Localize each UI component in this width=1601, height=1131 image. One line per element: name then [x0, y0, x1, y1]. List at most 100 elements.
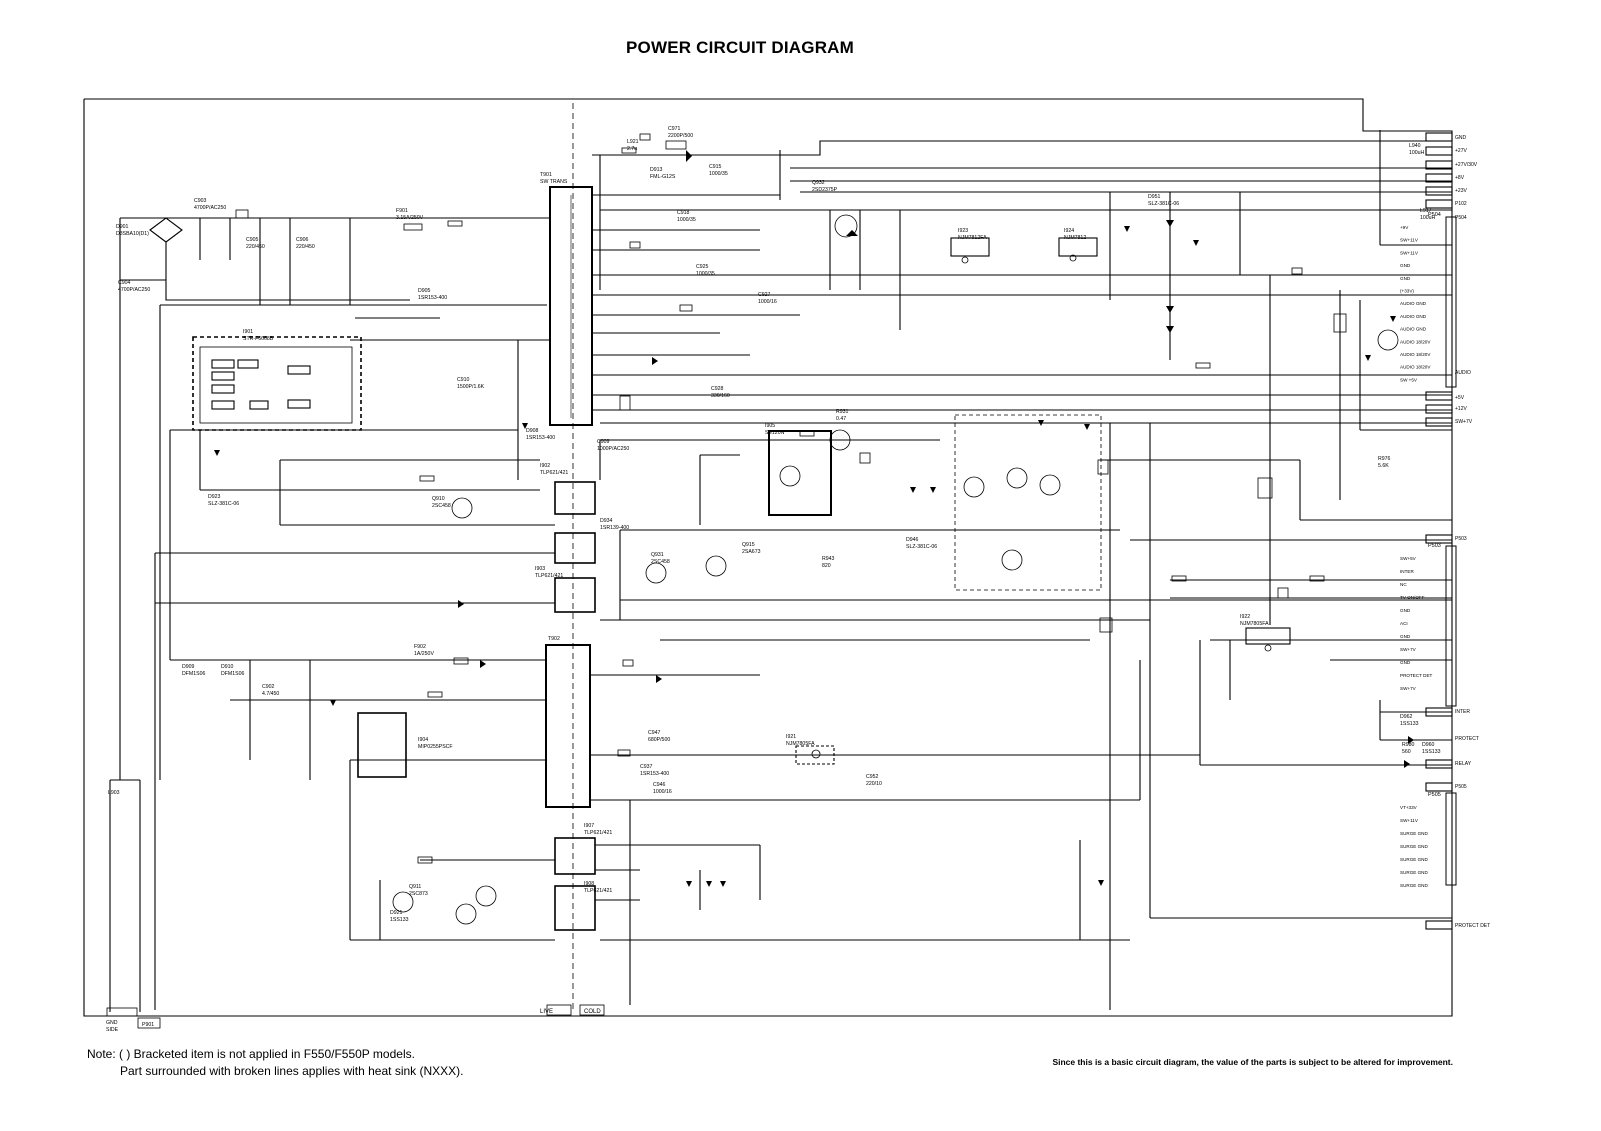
component-value: TLP621/421 [584, 888, 612, 894]
connector-pin-label: NC [1400, 582, 1407, 587]
connector-pin-label: SW+11V [1400, 250, 1419, 255]
connector-pin-label: INTER [1400, 569, 1414, 574]
rail-label: +23V [1455, 188, 1467, 194]
component-value: 2200P/500 [668, 133, 693, 139]
component-ref: F901 [396, 208, 408, 214]
connector-pin-label: ACI [1400, 621, 1408, 626]
rail-label: INTER [1455, 709, 1470, 715]
connector-pin-label: AUDIO 18/20V [1400, 352, 1431, 357]
connector-pin-label: GND [1400, 634, 1411, 639]
bottom-left-label: SIDE [106, 1027, 119, 1033]
connector-pin-label: GND [1400, 276, 1411, 281]
component-ref: C918 [677, 210, 690, 216]
component-value: 1SR153-400 [418, 295, 447, 301]
component-value: 100uH [1409, 150, 1425, 156]
connector-pin-label: GND [1400, 660, 1411, 665]
component-value: 680P/500 [648, 737, 670, 743]
live-label: LIVE [540, 1009, 553, 1015]
connector-pin-label: SURGE GND [1400, 831, 1429, 836]
connector-pin-label: SW +5V [1400, 377, 1418, 382]
component-value: NJM7805FA [786, 741, 815, 747]
component-ref: C902 [262, 684, 275, 690]
component-value: 1SS133 [390, 917, 409, 923]
component-ref: Q915 [742, 542, 755, 548]
component-value: SE120N [765, 430, 785, 436]
component-ref: C947 [648, 730, 661, 736]
component-value: 1SR153-400 [640, 771, 669, 777]
component-value: 100uH [1420, 215, 1436, 221]
rail-label: +27V/30V [1455, 162, 1478, 168]
rail-label: P504 [1455, 215, 1467, 221]
heat-sink-note: Part surrounded with broken lines applie… [120, 1064, 464, 1078]
connector-pin-label: +9V [1400, 225, 1409, 230]
component-value: 1000/35 [696, 271, 715, 277]
component-ref: C928 [711, 386, 724, 392]
rail-label: SW+7V [1455, 419, 1473, 425]
connector-pin-label: SURGE GND [1400, 870, 1429, 875]
component-ref: L903 [108, 790, 120, 796]
rail-label: P102 [1455, 201, 1467, 207]
rail-label: P505 [1455, 784, 1467, 790]
component-value: 2SA673 [742, 549, 761, 555]
component-value: SLZ-381C-06 [906, 544, 937, 550]
component-value: 1000/16 [653, 789, 672, 795]
component-ref: Q931 [651, 552, 664, 558]
component-value: 1000/16 [758, 299, 777, 305]
component-value: MIP0255PSCF [418, 744, 453, 750]
connector-pin-label: SW+11V [1400, 238, 1419, 243]
component-value: 330/160 [711, 393, 730, 399]
component-ref: D951 [1148, 194, 1161, 200]
component-value: D3SBA10(D1) [116, 231, 149, 237]
connector-pin-label: GND [1400, 263, 1411, 268]
component-ref: D921 [390, 910, 403, 916]
component-ref: D909 [182, 664, 195, 670]
component-value: TLP621/421 [535, 573, 563, 579]
component-ref: I907 [584, 823, 594, 829]
component-value: 2SC458 [651, 559, 670, 565]
component-ref: R980 [1402, 742, 1415, 748]
bottom-left-label: P901 [142, 1022, 154, 1028]
component-value: 220/10 [866, 781, 882, 787]
component-ref: D913 [650, 167, 663, 173]
component-ref: C905 [246, 237, 259, 243]
connector-pin-label: SW+7V [1400, 686, 1417, 691]
component-value: SW TRANS [540, 179, 568, 185]
component-value: 3.15A/250V [396, 215, 424, 221]
component-ref: C906 [296, 237, 309, 243]
component-ref: I908 [584, 881, 594, 887]
component-value: 2SD2375P [812, 187, 838, 193]
component-ref: I905 [765, 423, 775, 429]
component-ref: I921 [786, 734, 796, 740]
component-value: 1A/250V [414, 651, 434, 657]
component-ref: D910 [221, 664, 234, 670]
component-value: 1000P/AC250 [597, 446, 629, 452]
component-ref: C903 [194, 198, 207, 204]
component-ref: Q910 [432, 496, 445, 502]
component-ref: C915 [709, 164, 722, 170]
connector-pin-label: AUDIO GND [1400, 301, 1427, 306]
component-ref: I904 [418, 737, 428, 743]
component-value: 2SC458 [432, 503, 451, 509]
rail-label: PROTECT [1455, 736, 1479, 742]
component-ref: C904 [118, 280, 131, 286]
rail-label: +27V [1455, 148, 1467, 154]
rail-label: PROTECT DET [1455, 923, 1490, 929]
component-ref: C971 [668, 126, 681, 132]
bracket-note: Note: ( ) Bracketed item is not applied … [87, 1047, 415, 1061]
connector-pin-label: SURGE GND [1400, 857, 1429, 862]
component-value: 1000/35 [677, 217, 696, 223]
component-value: DFM1S06 [182, 671, 205, 677]
component-ref: D946 [906, 537, 919, 543]
connector-pin-label: SW+11V [1400, 818, 1419, 823]
component-value: 220/450 [246, 244, 265, 250]
component-value: 2.7u [627, 146, 637, 152]
component-value: 1000/35 [709, 171, 728, 177]
component-value: 4700P/AC250 [194, 205, 226, 211]
rail-label: +5V [1455, 395, 1465, 401]
component-ref: C946 [653, 782, 666, 788]
rail-label: +8V [1455, 175, 1465, 181]
component-ref: T902 [548, 636, 560, 642]
component-value: 1500P/1.6K [457, 384, 485, 390]
component-value: 560 [1402, 749, 1411, 755]
